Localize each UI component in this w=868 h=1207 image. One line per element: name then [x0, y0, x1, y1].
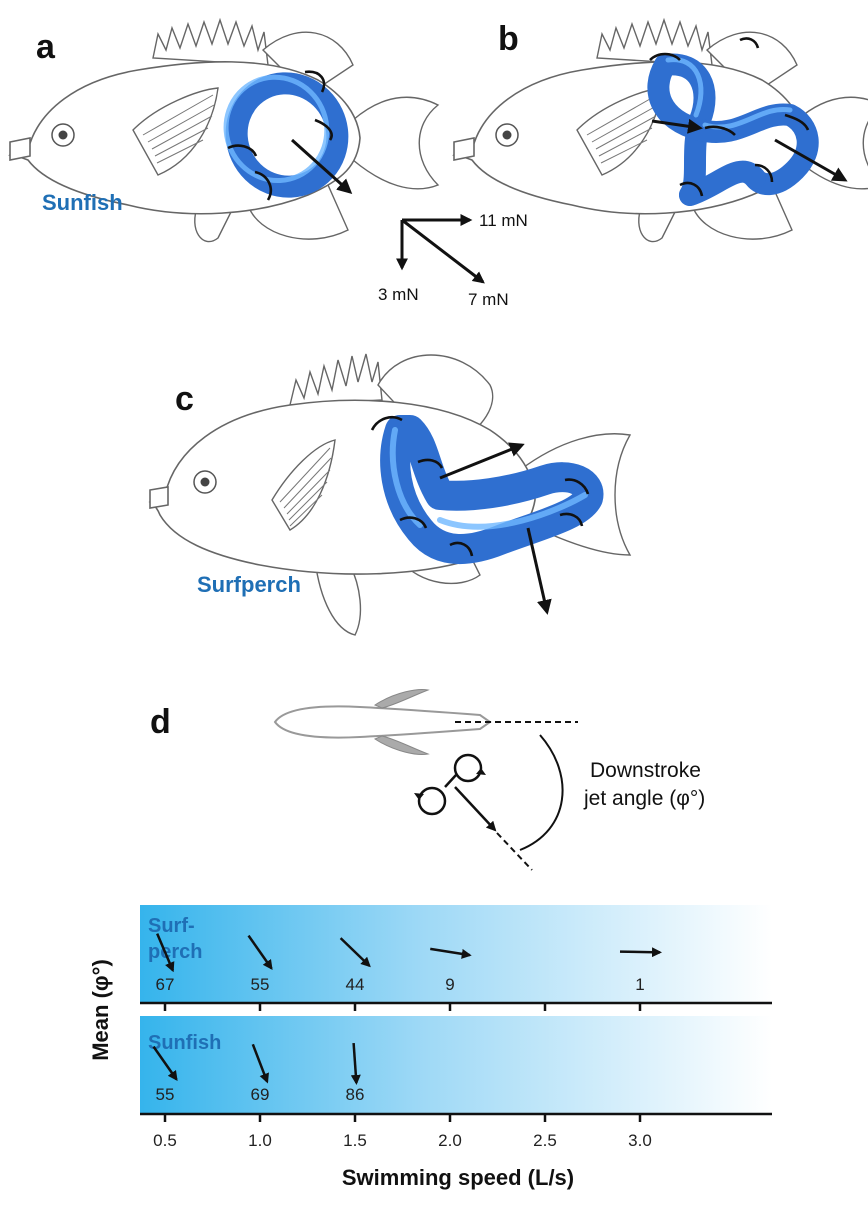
force-label-horizontal: 11 mN: [479, 211, 528, 230]
panel-letter-c: c: [175, 380, 194, 418]
x-tick-label: 0.5: [153, 1131, 177, 1150]
panel-b: b: [454, 20, 868, 242]
panel-c: c Surfperch: [150, 354, 630, 635]
angle-value-label: 44: [346, 975, 365, 994]
series-label-sunfish: Sunfish: [148, 1032, 221, 1054]
jet-arrow-icon: [455, 787, 495, 830]
x-tick-label: 2.0: [438, 1131, 462, 1150]
angle-caption-line1: Downstroke: [590, 759, 701, 782]
x-tick-label: 1.0: [248, 1131, 272, 1150]
panel-a: a Sunfish: [10, 20, 438, 242]
jet-extension-line: [497, 833, 532, 870]
angle-value-label: 9: [445, 975, 454, 994]
angle-chart: Surf- perch Sunfish Mean (φ°) Swimming s…: [88, 905, 772, 1190]
band-sunfish: [140, 1016, 772, 1114]
force-label-diagonal: 7 mN: [468, 290, 509, 309]
y-axis-title: Mean (φ°): [88, 959, 113, 1061]
panel-letter-b: b: [498, 20, 519, 58]
angle-value-label: 86: [346, 1085, 365, 1104]
angle-arrow-icon: [620, 952, 660, 953]
angle-arc: [520, 735, 563, 850]
series-label-surfperch-line1: Surf-: [148, 915, 195, 937]
x-axis-title: Swimming speed (L/s): [342, 1165, 574, 1190]
panel-d: d Downstroke jet angle (φ°): [150, 690, 705, 870]
angle-value-label: 67: [156, 975, 175, 994]
angle-value-label: 55: [156, 1085, 175, 1104]
x-tick-label: 1.5: [343, 1131, 367, 1150]
x-tick-label: 2.5: [533, 1131, 557, 1150]
force-scale: 11 mN 3 mN 7 mN: [378, 211, 528, 309]
angle-value-label: 69: [251, 1085, 270, 1104]
x-tick-label: 3.0: [628, 1131, 652, 1150]
rotation-arrow-icon: [414, 755, 486, 814]
panel-letter-a: a: [36, 28, 56, 66]
series-label-surfperch-line2: perch: [148, 941, 202, 963]
panel-letter-d: d: [150, 703, 171, 741]
angle-caption-line2: jet angle (φ°): [583, 787, 705, 810]
angle-value-label: 1: [635, 975, 644, 994]
force-label-vertical: 3 mN: [378, 285, 419, 304]
species-label-sunfish: Sunfish: [42, 190, 123, 215]
species-label-surfperch: Surfperch: [197, 572, 301, 597]
angle-value-label: 55: [251, 975, 270, 994]
